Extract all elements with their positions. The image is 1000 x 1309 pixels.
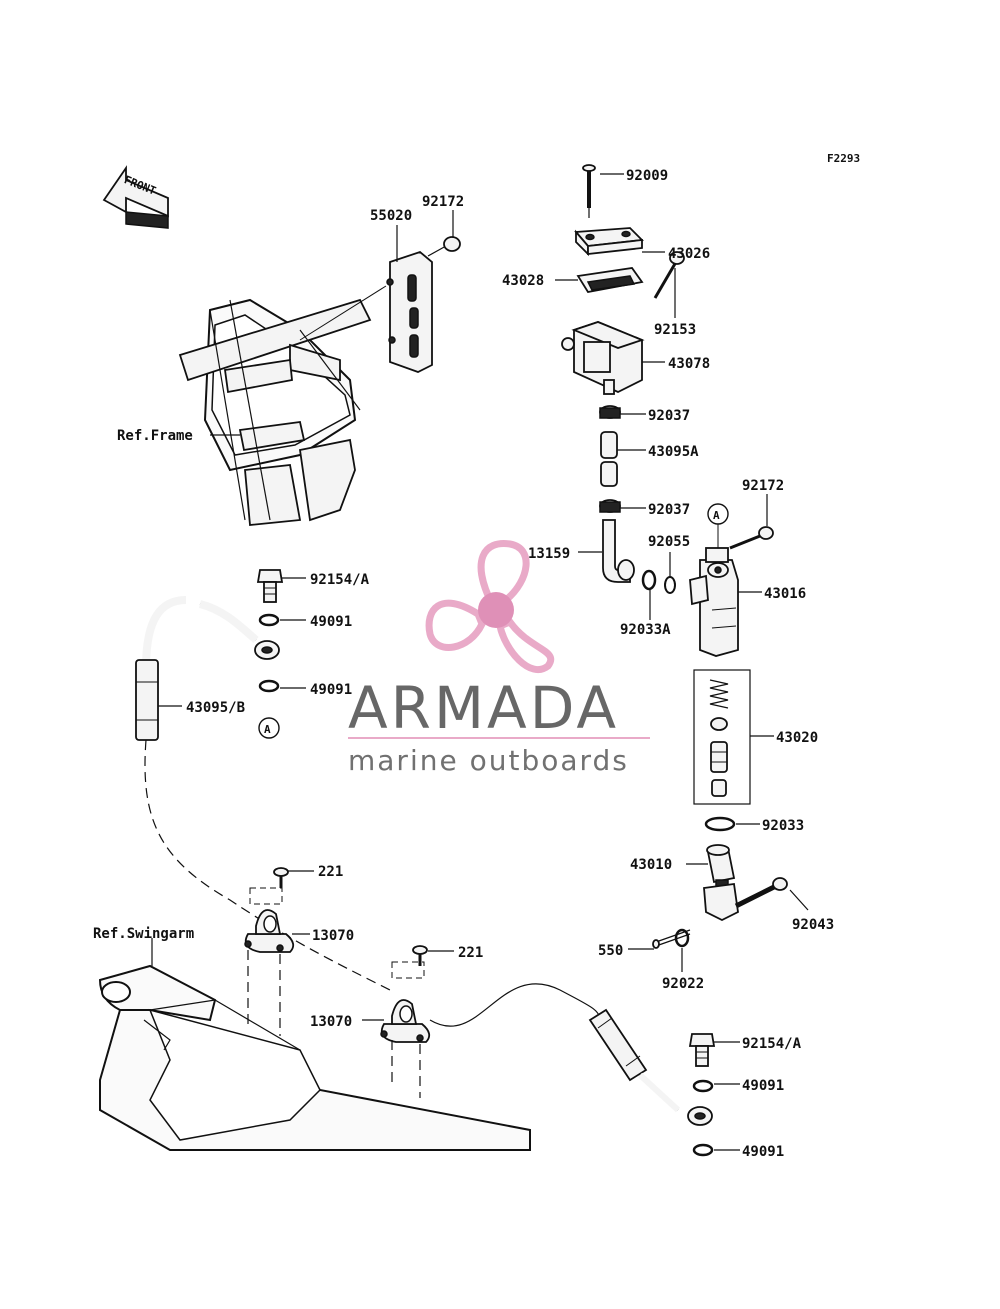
- callout-13159: 13159: [528, 546, 570, 562]
- propeller-icon: [425, 540, 555, 674]
- washer-49091-top1: [258, 613, 280, 627]
- callout-92037-top: 92037: [648, 408, 690, 424]
- guard-plate-55020: [386, 250, 433, 373]
- callout-49091-top1: 49091: [310, 614, 352, 630]
- clamp-13070-left: [244, 909, 295, 953]
- washer-49091-top2: [258, 679, 280, 693]
- diaphragm-43028: [576, 267, 644, 293]
- callout-92154A-top: 92154/A: [310, 572, 370, 588]
- watermark-subtitle: marine outboards: [348, 744, 629, 777]
- clamp-92037-top: [599, 405, 621, 419]
- callout-221-right: 221: [458, 945, 483, 961]
- callout-43016: 43016: [764, 586, 806, 602]
- hose-route-2: [429, 983, 601, 1027]
- bolt-92153: [653, 251, 685, 299]
- callout-221-left: 221: [318, 864, 343, 880]
- hose-end-right: [588, 1008, 713, 1126]
- callout-92033A: 92033A: [620, 622, 671, 638]
- clamp-13070-right: [380, 999, 431, 1043]
- reservoir-43078: [561, 321, 645, 395]
- push-rod-43010: [703, 844, 739, 922]
- callout-550: 550: [598, 943, 623, 959]
- callout-92172-right: 92172: [742, 478, 784, 494]
- washer-49091-bottom1: [692, 1079, 714, 1093]
- circlip-92033: [704, 816, 736, 832]
- screw-92009: [582, 164, 596, 224]
- callout-92172-left: 92172: [422, 194, 464, 210]
- hose-43095B: [135, 596, 280, 741]
- callout-43095A: 43095A: [648, 444, 699, 460]
- master-cylinder-43016: [689, 547, 739, 657]
- banjo-bolt-92154A-top: [256, 569, 284, 603]
- washer-92022: [674, 928, 690, 948]
- marker-a-hose: A: [258, 717, 280, 739]
- watermark-logo: ARMADA marine outboards: [348, 540, 650, 777]
- callout-13070-left: 13070: [312, 928, 354, 944]
- figure-code: F2293: [827, 152, 860, 165]
- callout-92154A-bottom: 92154/A: [742, 1036, 802, 1052]
- screw-221-left: [273, 867, 289, 888]
- bolt-92172-right: [729, 526, 774, 550]
- washer-49091-bottom2: [692, 1143, 714, 1157]
- callout-13070-right: 13070: [310, 1014, 352, 1030]
- callout-49091-top2: 49091: [310, 682, 352, 698]
- ref-swingarm-label: Ref.Swingarm: [93, 926, 194, 942]
- watermark-title: ARMADA: [348, 674, 619, 742]
- bolt-92172-left: [427, 236, 461, 257]
- callout-92037-bottom: 92037: [648, 502, 690, 518]
- marker-a-cylinder: A: [707, 503, 729, 548]
- callout-49091-bottom1: 49091: [742, 1078, 784, 1094]
- reservoir-cap-43026: [574, 227, 644, 257]
- screw-221-right: [412, 945, 428, 966]
- clamp-92037-bottom: [599, 499, 621, 513]
- fitting-13159: [602, 519, 635, 583]
- pin-92043: [734, 877, 788, 909]
- callout-43078: 43078: [668, 356, 710, 372]
- frame-drawing: [178, 298, 372, 526]
- callout-92033: 92033: [762, 818, 804, 834]
- ref-frame-label: Ref.Frame: [117, 428, 193, 444]
- callout-43020: 43020: [776, 730, 818, 746]
- swingarm-drawing: [98, 964, 531, 1151]
- callout-92043: 92043: [792, 917, 834, 933]
- svg-text:A: A: [713, 509, 720, 522]
- callout-49091-bottom2: 49091: [742, 1144, 784, 1160]
- banjo-bolt-92154A-bottom: [688, 1033, 716, 1067]
- callout-43010: 43010: [630, 857, 672, 873]
- piston-kit-43020: [693, 669, 751, 805]
- callout-43028: 43028: [502, 273, 544, 289]
- svg-text:A: A: [264, 723, 271, 736]
- callout-55020: 55020: [370, 208, 412, 224]
- hose-43095A: [600, 431, 618, 487]
- o-ring-92055: [664, 576, 676, 594]
- callout-92009: 92009: [626, 168, 668, 184]
- callout-92153: 92153: [654, 322, 696, 338]
- front-arrow-icon: FRONT: [102, 165, 169, 229]
- callout-92022: 92022: [662, 976, 704, 992]
- hose-route: [144, 739, 391, 991]
- callout-43095B: 43095/B: [186, 700, 245, 716]
- circlip-92033A: [641, 569, 657, 591]
- callout-43026: 43026: [668, 246, 710, 262]
- callout-92055: 92055: [648, 534, 690, 550]
